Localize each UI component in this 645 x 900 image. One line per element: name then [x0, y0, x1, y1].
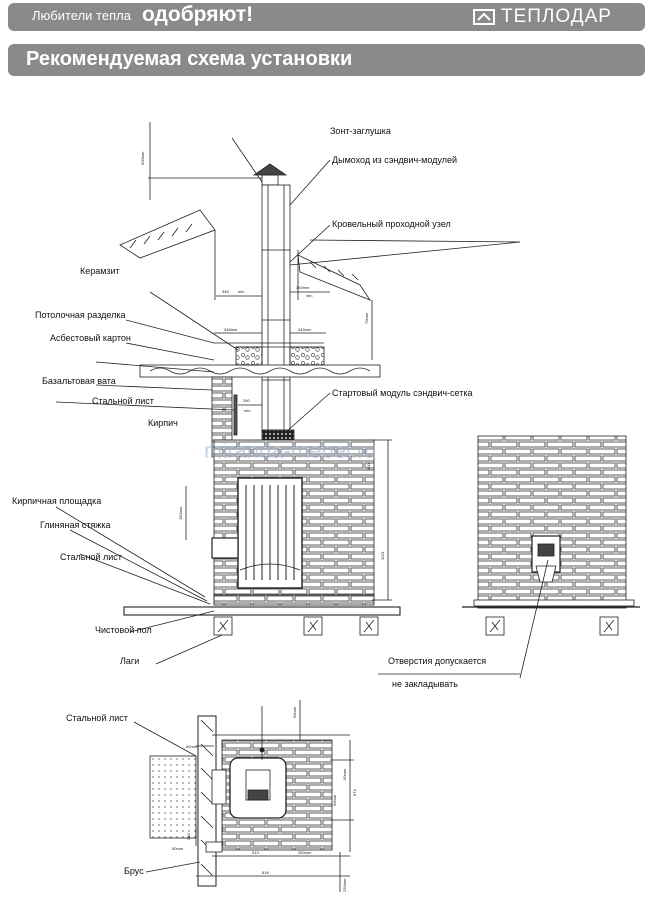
dim-340: 340mm: [296, 285, 310, 290]
chimney-pipe: [261, 184, 291, 431]
brick-platform: [213, 594, 375, 606]
label-ceiling-cut: Потолочная разделка: [35, 310, 126, 320]
dim-500: 500mm: [140, 151, 145, 165]
dim-600: 600: [366, 463, 371, 470]
roof-right: [297, 254, 372, 301]
label-roof-unit: Кровельный проходной узел: [332, 219, 451, 229]
label-steel-sheet-top: Стальной лист: [92, 396, 154, 406]
page-title: Рекомендуемая схема установки: [26, 48, 353, 70]
umbrella-cap: [252, 163, 288, 176]
dim-min-a: min: [238, 289, 244, 294]
brand-icon: [473, 9, 495, 25]
slogan-small: Любители тепла: [32, 8, 131, 23]
slogan-big: одобряют!: [142, 3, 254, 26]
stove-door: [211, 537, 239, 559]
dim-150: 150mm: [178, 506, 183, 520]
label-holes-1: Отверстия допускается: [388, 656, 487, 666]
label-basalt: Базальтовая вата: [42, 376, 116, 386]
label-brick-platform: Кирпичная площадка: [12, 496, 102, 506]
dim-1021: 1021: [380, 550, 385, 560]
front-joists: [485, 616, 619, 636]
label-asbestos: Асбестовый картон: [50, 333, 131, 343]
dim-674: 674: [352, 789, 357, 796]
brand-logo: ТЕПЛОДАР: [473, 6, 612, 28]
dim-50d: 50mm: [332, 794, 337, 806]
roof-left: [119, 209, 216, 259]
label-start-module: Стартовый модуль сэндвич-сетка: [332, 388, 473, 398]
label-steel-sheet-plan: Стальной лист: [66, 713, 128, 723]
dim-345c: 345mm: [298, 327, 312, 332]
label-holes-2: не закладывать: [392, 679, 458, 689]
dim-min-c: min: [244, 408, 250, 413]
dim-345a: 345: [222, 289, 229, 294]
plan-steel-sheet: [149, 755, 197, 839]
label-keramzit: Керамзит: [80, 266, 120, 276]
dim-816: 816: [262, 870, 269, 875]
dim-70a: 70mm: [364, 312, 369, 324]
dim-280: 280: [186, 833, 191, 840]
label-beam: Брус: [124, 866, 144, 876]
dim-250b: 250mm: [342, 878, 347, 892]
dim-min-b: min: [306, 293, 312, 298]
finish-floor: [123, 606, 401, 616]
label-clay-screed: Глиняная стяжка: [40, 520, 111, 530]
label-chimney: Дымоход из сэндвич-модулей: [332, 155, 458, 165]
watermark: miranda-mebel.ru: [204, 438, 377, 463]
dim-513: 513: [252, 850, 259, 855]
label-steel-sheet-mid: Стальной лист: [60, 552, 122, 562]
steel-sheet-side: [233, 394, 238, 436]
dimension-texts: 500mm 345 min 340mm min 345mm 345mm 70mm…: [140, 151, 385, 892]
keramzit-left: [235, 346, 263, 366]
label-brick: Кирпич: [148, 418, 178, 428]
keramzit-right: [289, 346, 325, 366]
title-bar: Рекомендуемая схема установки: [8, 44, 645, 76]
dim-345b: 345mm: [224, 327, 238, 332]
brand-name: ТЕПЛОДАР: [501, 6, 612, 27]
joists: [213, 616, 379, 636]
dim-50c: 50mm: [342, 768, 347, 780]
ceiling-slab: [139, 364, 381, 378]
label-umbrella: Зонт-заглушка: [330, 126, 391, 136]
dim-50b: 50mm: [186, 744, 198, 749]
label-joists: Лаги: [120, 656, 140, 666]
dim-50e: 50mm: [172, 846, 184, 851]
dim-260: 260: [243, 398, 250, 403]
dim-250: 250mm: [298, 850, 312, 855]
label-finish-floor: Чистовой пол: [95, 625, 152, 635]
header-bar: Любители тепла одобряют! ТЕПЛОДАР: [8, 3, 645, 31]
dim-50a: 50mm: [292, 706, 297, 718]
